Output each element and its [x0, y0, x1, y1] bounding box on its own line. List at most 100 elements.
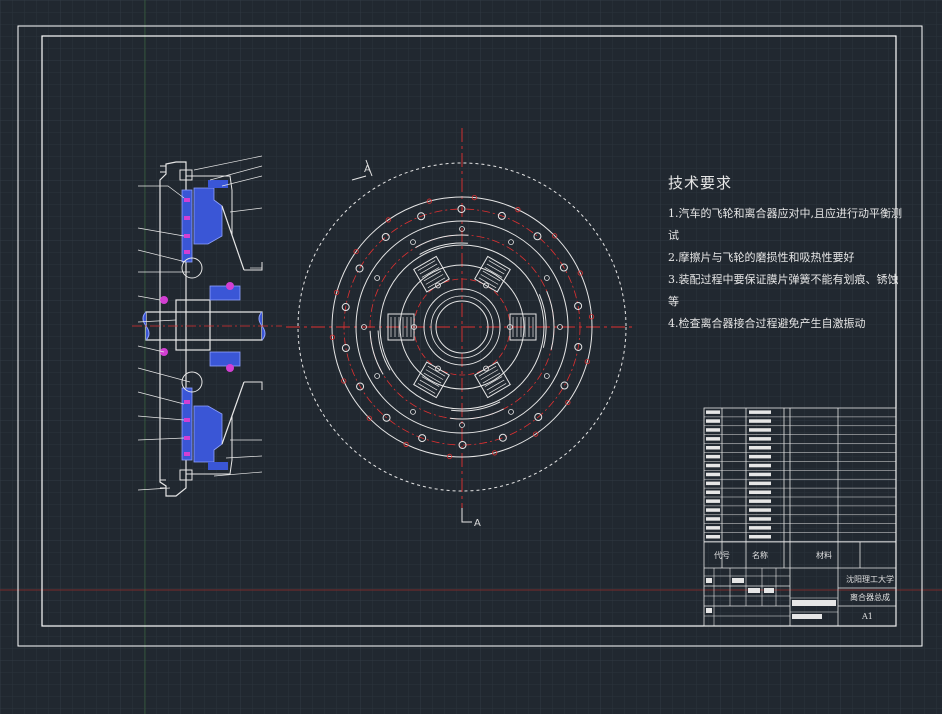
spring-coil — [478, 365, 497, 377]
inner-frame — [41, 35, 897, 627]
section-mark-bottom — [461, 508, 472, 523]
inner-hole — [459, 226, 465, 232]
rivet-hole — [533, 431, 539, 437]
bearing-ball-upper — [226, 282, 234, 290]
outer-dashed-circle — [297, 162, 627, 492]
damper-spring-upper — [181, 257, 203, 279]
technical-requirements: 技术要求 1.汽车的飞轮和离合器应对中,且应进行动平衡测 试 2.摩擦片与飞轮的… — [668, 172, 908, 335]
leader-lines — [137, 155, 263, 491]
parts-list-name-glyph — [749, 410, 771, 414]
release-fork — [244, 262, 263, 390]
inner-hole — [508, 408, 514, 415]
front-view — [286, 128, 632, 523]
release-bearing-upper — [209, 285, 241, 301]
inner-hole — [361, 324, 367, 330]
rivet-hole — [385, 217, 391, 223]
rivets — [184, 198, 190, 456]
spring-coil — [486, 379, 505, 391]
damper-spring — [413, 255, 450, 293]
rivet-hole — [565, 399, 571, 406]
rivet-hole — [447, 453, 453, 460]
hub-hole — [435, 282, 441, 289]
friction-disc-lower — [181, 387, 193, 461]
spring-coil — [484, 267, 503, 278]
spring-coil — [421, 267, 440, 278]
parts-list-code-glyph — [706, 517, 720, 521]
spring-coil — [478, 277, 497, 289]
rivet-hole — [471, 194, 477, 201]
parts-list-code-glyph — [706, 463, 720, 468]
section-label-top: A — [364, 164, 371, 175]
damper-spring — [474, 255, 511, 293]
parts-list-code-glyph — [706, 535, 720, 539]
hub-hole — [483, 365, 489, 372]
tech-req-line: 试 — [668, 229, 679, 242]
slot-arc-inner — [451, 401, 501, 412]
inner-hole — [508, 239, 514, 246]
hub-hole — [435, 365, 441, 372]
slot-arc-outer — [450, 408, 504, 420]
spring-coil — [486, 263, 505, 275]
parts-list-code-glyph — [706, 446, 720, 450]
slot-arc-inner — [419, 242, 468, 255]
slot-arc-outer — [369, 330, 384, 375]
spring-coil — [427, 365, 446, 377]
parts-list-code-glyph — [706, 508, 720, 512]
spring-coil — [484, 376, 503, 387]
inner-hole — [374, 275, 381, 281]
bolt-hole — [355, 264, 364, 273]
tech-req-line: 1.汽车的飞轮和离合器应对中,且应进行动平衡测 — [668, 207, 902, 220]
rivet-hole — [515, 207, 521, 213]
bolt-hole — [458, 440, 467, 449]
rivet-hole — [329, 334, 336, 340]
spring-window — [509, 313, 537, 341]
spring-coil — [480, 369, 499, 380]
bolt-hole — [417, 212, 426, 221]
inner-hole — [459, 422, 465, 428]
parts-list-code-glyph — [706, 428, 720, 432]
rivet-hole — [492, 450, 498, 456]
damper-spring — [387, 313, 415, 341]
spring-window — [413, 361, 450, 399]
parts-list-name-glyph — [749, 437, 771, 441]
rivet-hole — [577, 270, 583, 276]
spring-window — [413, 255, 450, 293]
bolt-hole — [498, 433, 507, 442]
rivet-hole — [403, 441, 409, 447]
damper-spring — [509, 313, 537, 341]
pressure-plate-lower — [193, 405, 223, 463]
parts-list-name-glyph — [749, 490, 771, 494]
rivet-hole — [552, 233, 558, 239]
spring-window — [474, 255, 511, 293]
front-view-holes — [329, 194, 595, 460]
cover-upper — [208, 180, 228, 188]
hub — [175, 299, 211, 351]
bolt-top — [179, 169, 193, 181]
parts-list-name-glyph — [749, 499, 771, 503]
tech-req-line: 2.摩擦片与飞轮的磨损性和吸热性要好 — [668, 251, 855, 264]
damper-spring-lower — [181, 371, 203, 393]
spring-coil — [417, 383, 436, 394]
title-block-drawing-name: 离合器总成 — [850, 593, 890, 602]
flywheel-outline — [159, 161, 187, 497]
spline-inner — [435, 300, 489, 354]
slot-arc-outer — [415, 234, 469, 249]
parts-list-name-glyph — [749, 526, 771, 530]
bolt-hole — [341, 303, 350, 312]
friction-ring — [355, 220, 569, 434]
friction-disc-upper — [181, 189, 193, 263]
release-bearing-lower — [209, 351, 241, 367]
bolt-circle — [343, 208, 581, 446]
tech-req-title: 技术要求 — [668, 174, 733, 192]
damper-spring — [474, 361, 511, 399]
damper-spring — [413, 361, 450, 399]
front-view-springs — [387, 255, 537, 399]
parts-list-code-glyph — [706, 490, 720, 494]
rivet-hole — [366, 415, 372, 421]
pressure-plate-upper — [193, 187, 223, 245]
bolt-hole — [497, 211, 506, 220]
parts-list-code-glyph — [706, 437, 720, 441]
inner-hole — [410, 239, 416, 246]
rivet-hole — [353, 248, 359, 255]
spring-coil — [488, 383, 507, 394]
